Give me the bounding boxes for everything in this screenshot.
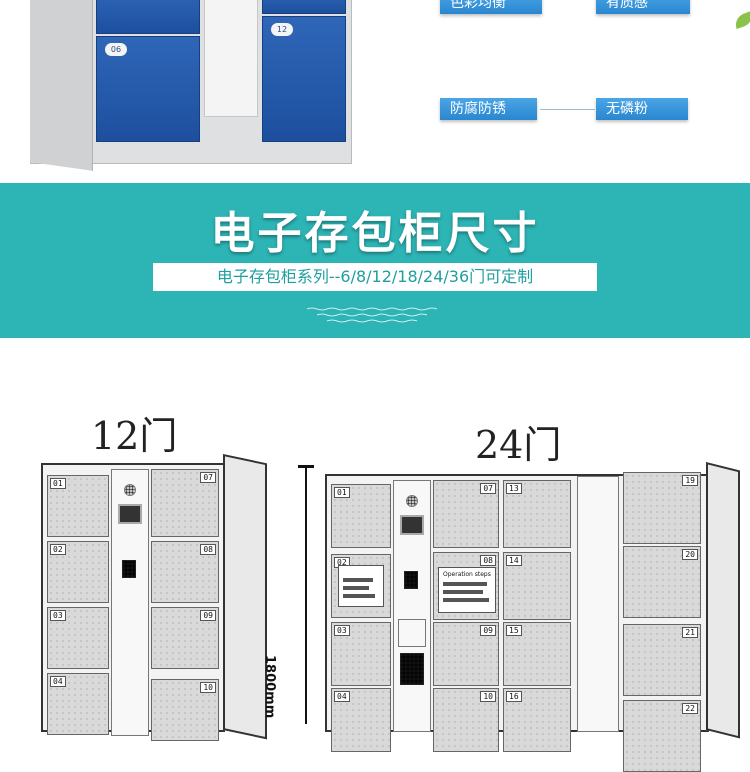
blue-locker-photo: 06 12	[30, 0, 352, 171]
locker-cell-21: 21	[623, 624, 701, 696]
locker-cell-03: 03	[331, 622, 391, 686]
cell-number: 14	[506, 555, 522, 566]
locker-cell-07: 07	[151, 469, 219, 537]
instruction-title: Operation steps	[443, 571, 491, 578]
locker12-label: 12门	[91, 414, 178, 458]
banner-title: 电子存包柜尺寸	[210, 208, 540, 259]
locker-cell-10: 10	[433, 688, 499, 752]
instruction-card: Operation steps	[438, 567, 496, 613]
locker-cell-09: 09	[151, 607, 219, 669]
locker24-label: 24门	[475, 423, 562, 467]
locker-24-door: 01 02 03 04 07 08 Operation steps 09 10	[325, 472, 709, 772]
instruction-row	[443, 590, 483, 594]
instruction-row	[443, 582, 487, 586]
control-panel	[111, 469, 149, 736]
printer-slot-icon	[400, 653, 424, 685]
cell-number: 04	[50, 676, 66, 687]
locker-cell-14: 14	[503, 552, 571, 620]
decorative-squiggle-icon	[306, 307, 438, 323]
speaker-icon	[124, 484, 136, 496]
cell-number: 02	[50, 544, 66, 555]
locker-cell-20: 20	[623, 546, 701, 618]
locker-door-12: 12	[262, 16, 346, 142]
locker-cell-08: 08 Operation steps	[433, 552, 499, 620]
cell-number: 15	[506, 625, 522, 636]
cell-number: 20	[682, 549, 698, 560]
cell-number: 07	[200, 472, 216, 483]
screen	[118, 504, 142, 524]
locker-cell-03: 03	[47, 607, 109, 669]
cell-number: 22	[682, 703, 698, 714]
cabinet-side	[30, 0, 93, 171]
connector-line	[540, 109, 595, 110]
instruction-row	[443, 598, 489, 602]
cell-number: 09	[200, 610, 216, 621]
keypad-icon	[404, 571, 418, 589]
feature-tag-texture: 有质感	[596, 0, 690, 14]
control-panel	[393, 480, 431, 732]
cell-number: 01	[50, 478, 66, 489]
height-dimension: 1800mm	[262, 655, 277, 719]
speaker-icon	[406, 495, 418, 507]
instruction-row	[343, 586, 369, 590]
cell-number: 10	[480, 691, 496, 702]
feature-tag-color: 色彩均衡	[440, 0, 542, 14]
feature-tag-phosphorus-free: 无磷粉	[596, 98, 688, 120]
locker-cell-19: 19	[623, 472, 701, 544]
door-number: 06	[105, 43, 127, 56]
control-panel	[204, 0, 258, 117]
locker-cell-04: 04	[331, 688, 391, 752]
product-photo-section: 06 12 色彩均衡 有质感 防腐防锈 无磷粉	[0, 0, 750, 183]
locker-cell-01: 01	[331, 484, 391, 548]
dimension-line	[305, 466, 307, 724]
locker-cell-15: 15	[503, 622, 571, 686]
cell-number: 01	[334, 487, 350, 498]
locker-cell-07: 07	[433, 480, 499, 548]
cell-number: 04	[334, 691, 350, 702]
size-banner: 电子存包柜尺寸 电子存包柜系列--6/8/12/18/24/36门可定制	[0, 183, 750, 338]
locker-cell-08: 08	[151, 541, 219, 603]
keypad-icon	[122, 560, 136, 578]
card-reader	[398, 619, 426, 647]
cell-number: 08	[480, 555, 496, 566]
locker-cell-16: 16	[503, 688, 571, 752]
locker-cell-02: 02	[47, 541, 109, 603]
cell-number: 13	[506, 483, 522, 494]
locker-cell-13: 13	[503, 480, 571, 548]
cell-number: 21	[682, 627, 698, 638]
locker-cell-22: 22	[623, 700, 701, 772]
instruction-card	[338, 565, 384, 607]
cell-number: 03	[50, 610, 66, 621]
cell-number: 09	[480, 625, 496, 636]
locker-cell-01: 01	[47, 475, 109, 537]
cell-number: 16	[506, 691, 522, 702]
instruction-row	[343, 578, 373, 582]
banner-subtitle: 电子存包柜系列--6/8/12/18/24/36门可定制	[153, 263, 597, 291]
locker-door	[96, 0, 200, 34]
locker-cell-10: 10	[151, 679, 219, 741]
leaf-icon	[732, 10, 750, 30]
cell-number: 19	[682, 475, 698, 486]
locker-12-door: 01 02 03 04 07 08 09 10	[41, 463, 225, 741]
instruction-row	[343, 594, 375, 598]
locker-door-06: 06	[96, 36, 200, 142]
locker-door	[262, 0, 346, 14]
feature-tag-anticorrosion: 防腐防锈	[440, 98, 537, 120]
cell-number: 10	[200, 682, 216, 693]
locker-cell-04: 04	[47, 673, 109, 735]
locker12-side	[223, 454, 267, 740]
locker-cell-09: 09	[433, 622, 499, 686]
service-door	[577, 476, 619, 732]
screen	[400, 515, 424, 535]
cell-number: 03	[334, 625, 350, 636]
locker-cell-02: 02	[331, 554, 391, 618]
door-number: 12	[271, 23, 293, 36]
cell-number: 07	[480, 483, 496, 494]
cell-number: 08	[200, 544, 216, 555]
locker24-side	[706, 462, 740, 739]
